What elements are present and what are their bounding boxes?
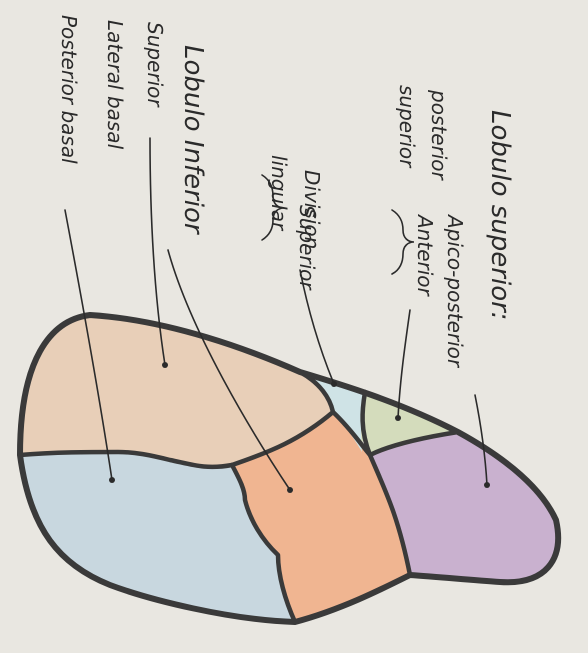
label-lower-lobe-title: Lobulo Inferior <box>178 45 208 236</box>
label-lingula-group-lingular: lingular <box>267 155 291 232</box>
label-upper-group-posterior: posterior <box>427 89 451 182</box>
label-lower-segment-posterior-basal: Posterior basal <box>57 15 81 164</box>
label-upper-group-superior: superior <box>395 85 419 169</box>
label-lower-segment-superior: Superior <box>143 22 167 108</box>
label-upper-lobe-title: Lobulo superior: <box>485 110 515 321</box>
leader-anterior <box>398 310 410 418</box>
label-segment-apico-posterior: Apico-posterior <box>443 213 467 369</box>
label-lower-segment-lateral-basal: Lateral basal <box>103 20 127 150</box>
label-lingula-segment-superior: Superior <box>295 205 319 291</box>
brace-upper-lobe-groups <box>392 210 414 274</box>
label-segment-anterior: Anterior <box>413 213 437 298</box>
